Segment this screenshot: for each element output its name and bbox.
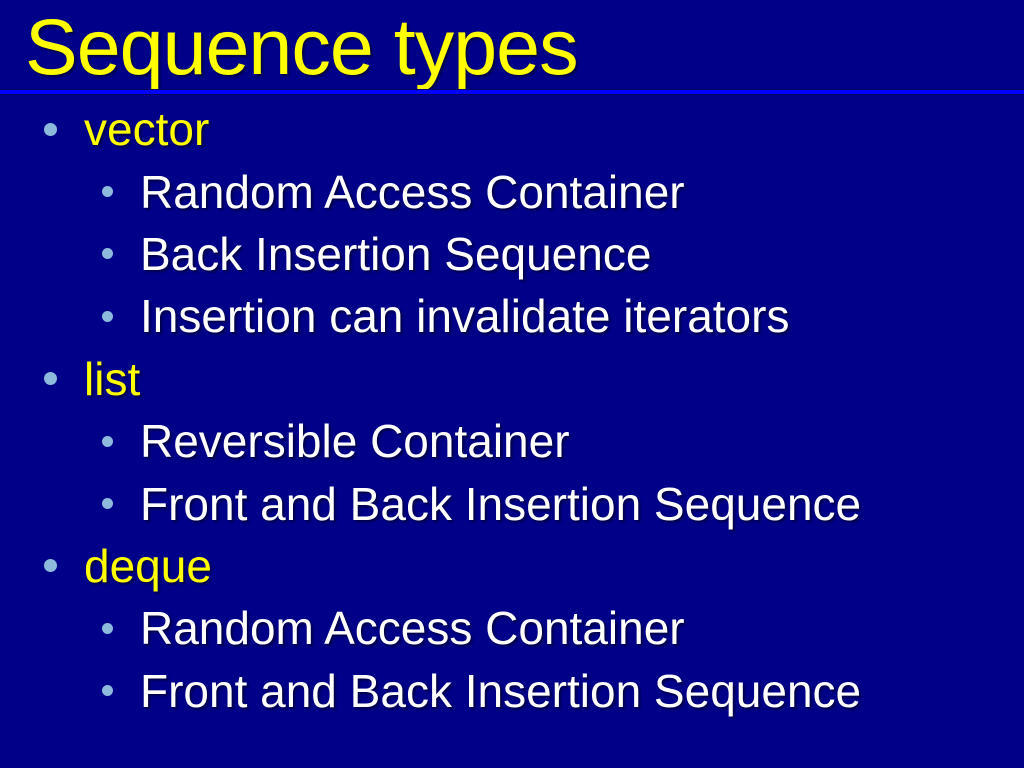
bullet-icon (102, 248, 113, 260)
list-item-label: Random Access Container (140, 602, 685, 655)
list-item: Back Insertion Sequence (0, 223, 1024, 285)
list-item-label: Reversible Container (140, 415, 570, 468)
list-item: Front and Back Insertion Sequence (0, 472, 1024, 534)
bullet-icon (102, 622, 113, 634)
bullet-icon (102, 685, 113, 697)
list-item: Reversible Container (0, 410, 1024, 472)
bullet-icon (102, 435, 113, 447)
list-item: Insertion can invalidate iterators (0, 285, 1024, 347)
bullet-list: vector Random Access Container Back Inse… (0, 98, 1024, 722)
list-item-label: Front and Back Insertion Sequence (140, 477, 862, 530)
list-item-label: list (84, 352, 141, 405)
bullet-icon (102, 186, 113, 198)
list-item-label: Back Insertion Sequence (140, 227, 652, 280)
title-area: Sequence types (25, 0, 579, 92)
slide-title: Sequence types (25, 1, 579, 91)
bullet-icon (44, 372, 57, 386)
list-item-deque: deque (0, 535, 1024, 597)
bullet-icon (102, 310, 113, 322)
list-item-label: deque (84, 539, 212, 592)
list-item-label: Front and Back Insertion Sequence (140, 664, 862, 717)
title-divider-line (0, 89, 1024, 95)
list-item-label: vector (84, 103, 210, 156)
bullet-icon (44, 559, 57, 573)
list-item: Front and Back Insertion Sequence (0, 660, 1024, 722)
list-item-vector: vector (0, 98, 1024, 160)
list-item-label: Insertion can invalidate iterators (140, 290, 790, 343)
list-item: Random Access Container (0, 160, 1024, 222)
bullet-icon (44, 122, 57, 136)
list-item-label: Random Access Container (140, 165, 685, 218)
list-item-list: list (0, 348, 1024, 410)
list-item: Random Access Container (0, 597, 1024, 659)
bullet-icon (102, 498, 113, 510)
